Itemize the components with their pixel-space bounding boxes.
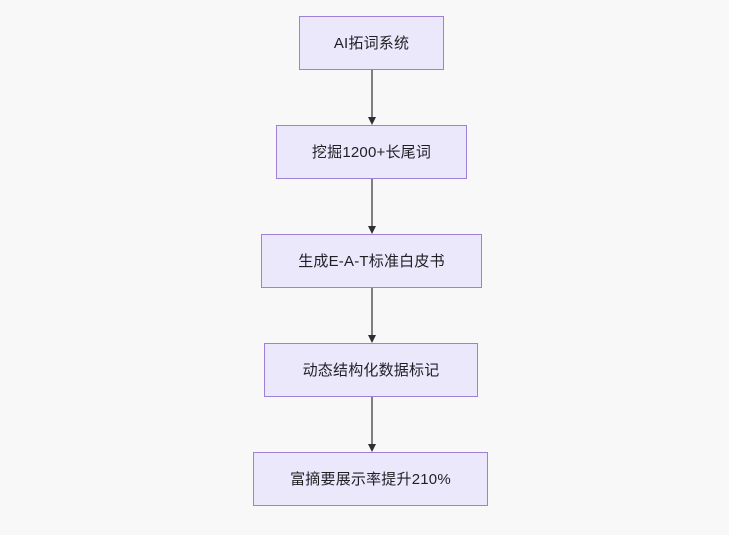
edge-line	[371, 288, 373, 335]
flow-node-longtail-keywords[interactable]: 挖掘1200+长尾词	[276, 125, 467, 179]
flow-node-label: AI拓词系统	[333, 34, 410, 52]
flow-node-ai-keyword-system[interactable]: AI拓词系统	[299, 16, 444, 70]
arrowhead-icon	[367, 444, 376, 452]
flow-node-rich-snippet-result[interactable]: 富摘要展示率提升210%	[253, 452, 488, 506]
edge-line	[371, 179, 373, 226]
arrowhead-icon	[367, 335, 376, 343]
flow-node-label: 富摘要展示率提升210%	[290, 470, 451, 488]
edge-line	[371, 70, 373, 117]
flow-node-eat-whitepaper[interactable]: 生成E-A-T标准白皮书	[261, 234, 482, 288]
flow-node-label: 生成E-A-T标准白皮书	[298, 252, 445, 270]
flow-node-structured-data-markup[interactable]: 动态结构化数据标记	[264, 343, 478, 397]
arrowhead-icon	[367, 117, 376, 125]
flow-node-label: 动态结构化数据标记	[302, 361, 440, 379]
edge-line	[371, 397, 373, 444]
flow-node-label: 挖掘1200+长尾词	[311, 143, 432, 161]
arrowhead-icon	[367, 226, 376, 234]
